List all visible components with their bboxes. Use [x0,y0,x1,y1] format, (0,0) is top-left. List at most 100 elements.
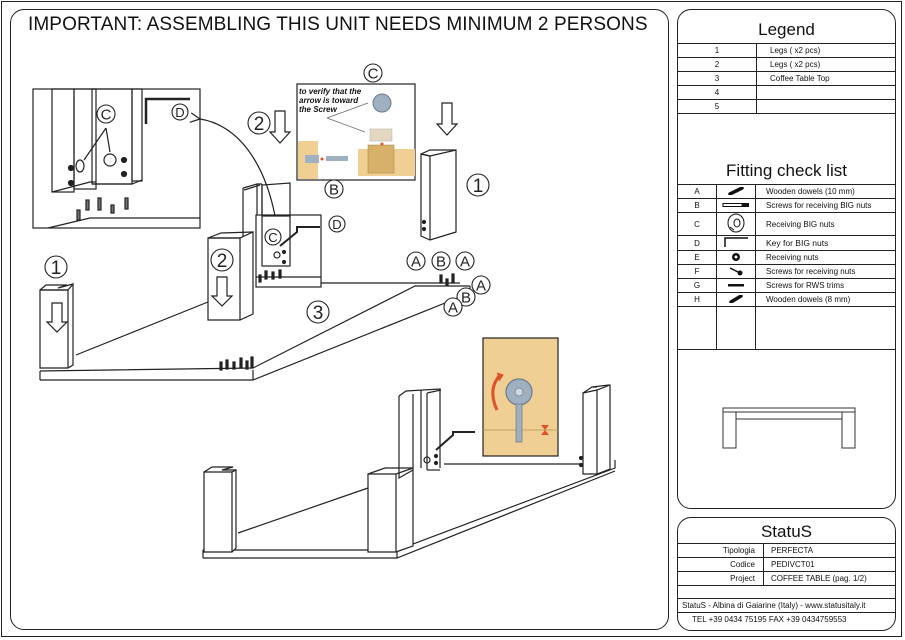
fitting-label: Screws for receiving BIG nuts [755,198,895,213]
fitting-label: Key for BIG nuts [755,235,895,251]
status-label: Project [678,571,764,586]
fitting-row: B Screws for receiving BIG nuts [678,198,895,213]
fitting-letter: D [678,235,717,251]
svg-text:C: C [101,107,112,124]
brand-name: StatuS [760,522,813,541]
callout-D-detail: D [171,103,189,121]
screw-big-nut-icon [716,198,756,213]
svg-text:A: A [460,254,470,271]
legend-title: Legend [758,20,815,39]
legend-row: 5 [678,99,895,114]
svg-text:D: D [332,217,341,232]
wooden-dowel-icon [716,184,756,199]
svg-text:C: C [268,230,277,245]
big-nut-icon [716,212,756,236]
fitting-row: E Receiving nuts [678,250,895,265]
legend-label: Legs ( x2 pcs) [756,43,895,58]
status-value: COFFEE TABLE (pag. 1/2) [763,571,895,586]
fitting-letter: F [678,264,717,279]
fitting-letter: C [678,212,717,236]
detail-inset-joint [32,88,201,229]
svg-text:B: B [461,290,471,307]
callout-C-detail: C [96,104,116,124]
svg-text:B: B [436,254,446,271]
leg-1-left [39,282,74,369]
wooden-dowel-small-icon [716,292,756,307]
svg-text:C: C [368,66,379,83]
svg-text:A: A [448,300,458,317]
allen-key-icon [716,235,756,251]
callout-C-inset: C [264,228,282,246]
fitting-label: Receiving nuts [755,250,895,265]
callout-B-2: B [456,287,476,307]
callout-A-1: A [406,251,426,271]
step-2-front: 2 [210,248,234,272]
svg-text:to verify that the: to verify that the [299,87,362,96]
fitting-row: D Key for BIG nuts [678,235,895,251]
svg-text:arrow is toward: arrow is toward [299,96,359,105]
fitting-row: A Wooden dowels (10 mm) [678,184,895,199]
fitting-label: Wooden dowels (8 mm) [755,292,895,307]
fitting-letter: B [678,198,717,213]
detail-photo-big-nut: to verify that the arrow is toward the S… [296,83,416,181]
svg-text:3: 3 [313,303,324,324]
fitting-row: G Screws for RWS trims [678,278,895,293]
status-label: Codice [678,557,764,572]
legend-num: 1 [678,43,757,58]
page-title: IMPORTANT: ASSEMBLING THIS UNIT NEEDS MI… [28,14,648,35]
fitting-title: Fitting check list [726,161,847,180]
fitting-label: Receiving BIG nuts [755,212,895,236]
fitting-letter: E [678,250,717,265]
legend-num: 3 [678,71,757,86]
svg-text:A: A [476,278,486,295]
detail-photo-rotate-nut [482,337,559,457]
legend-label: Legs ( x2 pcs) [756,57,895,72]
fitting-row: C Receiving BIG nuts [678,212,895,236]
callout-A-4: A [443,297,463,317]
step-1-left: 1 [44,255,68,279]
fitting-row: H Wooden dowels (8 mm) [678,292,895,307]
company-contacts: TEL +39 0434 75195 FAX +39 0434759553 [678,612,895,626]
status-value: PERFECTA [763,543,895,558]
status-label: Tipologia [678,543,764,558]
fitting-label: Wooden dowels (10 mm) [755,184,895,199]
fitting-letter: H [678,292,717,307]
status-value: PEDIVCT01 [763,557,895,572]
small-inset [255,182,322,288]
svg-text:1: 1 [473,176,484,197]
legend-num: 4 [678,85,757,100]
callout-B-photo: B [324,179,344,199]
fitting-label: Screws for receiving nuts [755,264,895,279]
fitting-letter: G [678,278,717,293]
legend-label [756,85,895,100]
company-address: StatuS - Albina di Gaiarine (Italy) - ww… [678,598,895,613]
assembly-diagram: to verify that the arrow is toward the S… [32,63,616,559]
callout-B-1: B [431,251,451,271]
fitting-label: Screws for RWS trims [755,278,895,293]
assembled-frame [202,384,616,559]
table-top-piece [39,273,471,381]
step-2-top: 2 [247,111,271,135]
svg-text:A: A [411,254,421,271]
legend-label [756,99,895,114]
callout-A-2: A [455,251,475,271]
callout-A-3: A [471,275,491,295]
legend-label: Coffee Table Top [756,71,895,86]
svg-text:B: B [329,182,339,199]
svg-text:2: 2 [217,251,228,272]
svg-text:the Screw: the Screw [299,105,338,114]
screw-small-nut-icon [716,264,756,279]
fitting-letter: A [678,184,717,199]
step-1-right: 1 [466,173,490,197]
leg-1-right [420,102,459,241]
fitting-row: F Screws for receiving nuts [678,264,895,279]
